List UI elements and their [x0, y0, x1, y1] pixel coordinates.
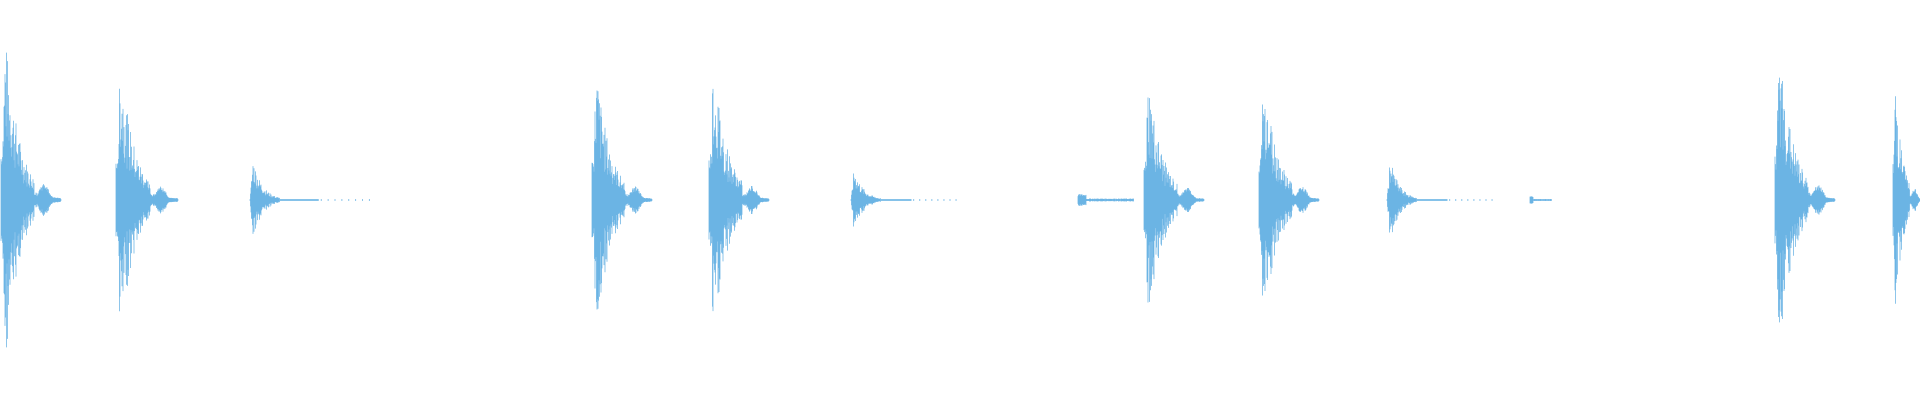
waveform-transient-hit [115, 88, 179, 312]
waveform-transient-hit [591, 90, 653, 310]
waveform-transients [0, 52, 1920, 348]
waveform-transient-hit [0, 52, 62, 348]
waveform-transient-tail [1386, 167, 1493, 233]
waveform-transient-tail [249, 166, 370, 234]
waveform-transient-blip [1077, 194, 1134, 206]
waveform-transient-blip [1529, 196, 1552, 204]
waveform-transient-hit [1774, 77, 1836, 323]
waveform-transient-hit [1258, 104, 1320, 296]
waveform-transient-hit [1892, 96, 1920, 304]
waveform-transient-tail [850, 173, 957, 227]
waveform-transient-hit [1143, 97, 1205, 303]
waveform-transient-hit [708, 88, 770, 312]
